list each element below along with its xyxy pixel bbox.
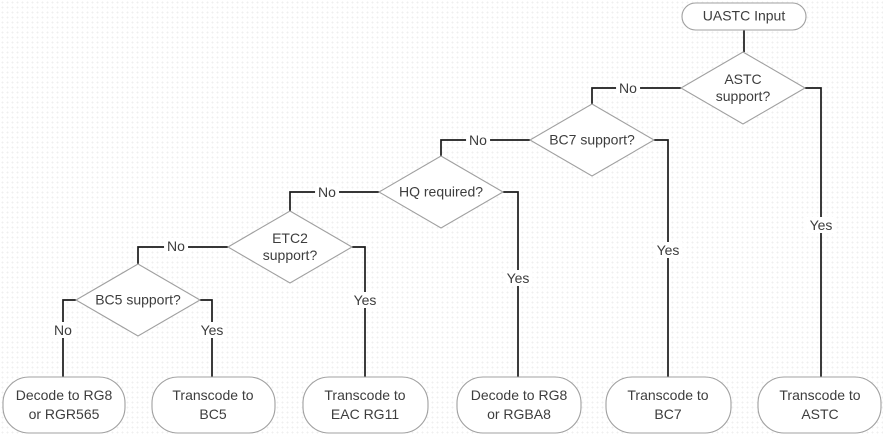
terminal-rg8-rgr565-shape — [2, 376, 126, 434]
edge-label-hq-no: No — [315, 184, 339, 200]
decision-bc5-label: BC5 support? — [95, 291, 181, 308]
terminal-bc5-shape — [151, 376, 276, 434]
edge-label-bc7-yes: Yes — [653, 242, 683, 258]
edge-label-astc-no: No — [616, 80, 640, 96]
edge-label-bc5-yes: Yes — [197, 322, 227, 338]
edge-label-bc5-no: No — [51, 322, 75, 338]
edge-etc2-no — [137, 246, 228, 264]
decision-bc7-shape — [528, 103, 656, 177]
decision-bc7-label: BC7 support? — [549, 131, 635, 148]
edge-astc-yes — [805, 87, 822, 377]
terminal-astc-shape — [757, 376, 882, 434]
decision-bc5-shape — [74, 263, 202, 337]
edge-label-etc2-no: No — [164, 238, 188, 254]
terminal-bc7-label: Transcode to BC7 — [627, 387, 709, 422]
edge-label-hq-yes: Yes — [503, 270, 533, 286]
edge-bc5-no — [62, 299, 76, 377]
edge-hq-yes — [503, 191, 519, 377]
terminal-astc-label: Transcode to ASTC — [779, 387, 861, 422]
terminal-bc7-shape — [605, 376, 732, 434]
edge-etc2-yes — [352, 246, 366, 377]
terminal-eac-rg11-label: Transcode to EAC RG11 — [324, 387, 406, 422]
edge-label-astc-yes: Yes — [806, 217, 836, 233]
terminal-rg8-rgba8-shape — [456, 376, 582, 434]
edge-bc7-no — [440, 139, 530, 156]
terminal-rg8-rgba8-label: Decode to RG8 or RGBA8 — [470, 387, 568, 422]
edge-astc-no — [591, 87, 681, 104]
decision-astc-shape — [679, 51, 807, 125]
start-node-shape — [681, 2, 807, 31]
edge-label-bc7-no: No — [466, 132, 490, 148]
edge-hq-no — [289, 191, 379, 211]
start-node-label: UASTC Input — [702, 7, 786, 24]
edge-bc7-yes — [654, 139, 669, 377]
terminal-rg8-rgr565-label: Decode to RG8 or RGR565 — [15, 387, 113, 422]
decision-hq-shape — [377, 155, 505, 229]
decision-hq-label: HQ required? — [398, 183, 484, 200]
edge-bc5-yes — [200, 299, 213, 377]
terminal-bc5-label: Transcode to BC5 — [172, 387, 254, 422]
decision-etc2-shape — [226, 210, 354, 284]
decision-astc-label: ASTC support? — [715, 71, 771, 104]
edge-label-etc2-yes: Yes — [350, 292, 380, 308]
terminal-eac-rg11-shape — [302, 376, 429, 434]
decision-etc2-label: ETC2 support? — [262, 230, 318, 263]
